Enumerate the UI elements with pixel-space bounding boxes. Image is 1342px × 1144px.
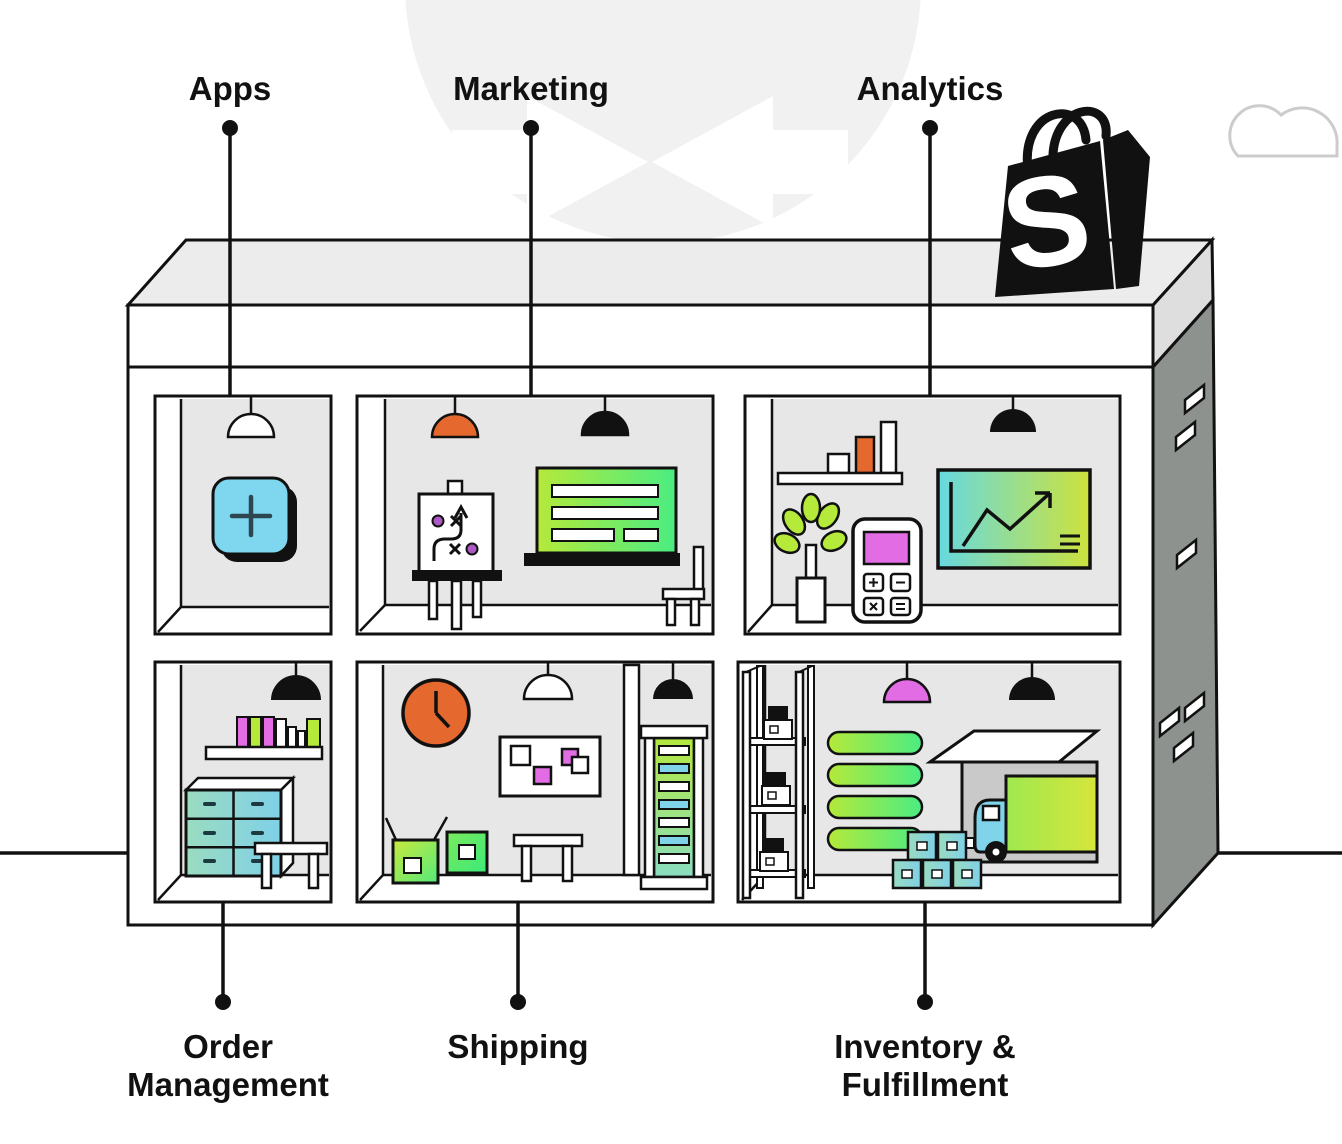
callout-dot-marketing xyxy=(523,120,539,136)
pendant-lamp-white-icon xyxy=(226,396,276,439)
pendant-lamp-black-icon xyxy=(1009,662,1055,700)
loading-dock-truck-icon xyxy=(925,729,1102,864)
callout-dots xyxy=(215,120,938,1010)
cloud-icon xyxy=(1228,104,1339,158)
label-inventory-fulfillment: Inventory & Fulfillment xyxy=(834,1028,1016,1104)
marketing-room xyxy=(355,394,715,636)
drawer-cabinet-icon xyxy=(182,774,297,880)
analytics-room xyxy=(743,394,1122,636)
green-pill-bars-icon xyxy=(826,730,924,852)
box-icon xyxy=(445,830,489,875)
pendant-lamp-black-icon xyxy=(271,662,321,700)
bookshelf-icon xyxy=(204,716,324,761)
pendant-lamp-black-icon xyxy=(990,396,1036,432)
strategy-easel-icon xyxy=(412,479,502,631)
label-line: Inventory & xyxy=(834,1028,1016,1065)
callout-dot-inventory xyxy=(917,994,933,1010)
shelf-rack-icon xyxy=(639,724,709,891)
plant-icon xyxy=(773,492,848,624)
open-box-icon xyxy=(384,816,449,885)
label-apps: Apps xyxy=(188,70,272,107)
growth-chart-panel-icon xyxy=(936,468,1092,570)
callout-dot-analytics xyxy=(922,120,938,136)
shipping-room xyxy=(355,660,715,904)
label-line: Shipping xyxy=(447,1028,589,1065)
pendant-lamp-black-icon xyxy=(653,662,693,699)
apps-room xyxy=(153,394,333,636)
order-management-room xyxy=(153,660,333,904)
label-line: Management xyxy=(127,1066,329,1103)
clock-icon xyxy=(401,678,471,748)
wall-divider xyxy=(622,663,641,877)
pendant-lamp-magenta-icon xyxy=(882,662,932,704)
box-stack-icon xyxy=(891,830,983,890)
storage-rack-icon xyxy=(741,665,815,900)
callout-dot-apps xyxy=(222,120,238,136)
calculator-icon xyxy=(851,517,923,624)
label-order-management: Order Management xyxy=(127,1028,329,1104)
shopify-bag-logo-icon: S xyxy=(993,106,1150,299)
pendant-lamp-black-icon xyxy=(580,396,630,437)
presentation-board-icon xyxy=(524,466,680,566)
backdrop-arrows-circle-icon xyxy=(405,0,921,243)
label-line: Order xyxy=(183,1028,273,1065)
rack-box-icon xyxy=(759,838,789,872)
rack-box-icon xyxy=(763,706,793,740)
pendant-lamp-orange-icon xyxy=(430,396,480,439)
label-shipping: Shipping xyxy=(447,1028,588,1066)
side-windows xyxy=(1158,382,1206,764)
callout-dot-order-management xyxy=(215,994,231,1010)
label-analytics: Analytics xyxy=(856,70,1004,107)
pinboard-icon xyxy=(498,735,602,798)
bar-chart-shelf-icon xyxy=(776,420,904,486)
callout-dot-shipping xyxy=(510,994,526,1010)
app-plus-tile-icon xyxy=(211,476,297,562)
callout-lines xyxy=(221,128,932,1002)
label-marketing: Marketing xyxy=(453,70,609,107)
pendant-lamp-white-icon xyxy=(522,662,574,701)
label-line: Fulfillment xyxy=(841,1066,1009,1103)
rack-box-icon xyxy=(761,772,791,806)
stool-icon xyxy=(512,833,584,883)
chair-icon xyxy=(661,545,706,627)
bench-icon xyxy=(253,841,329,890)
inventory-fulfillment-room xyxy=(736,660,1122,904)
